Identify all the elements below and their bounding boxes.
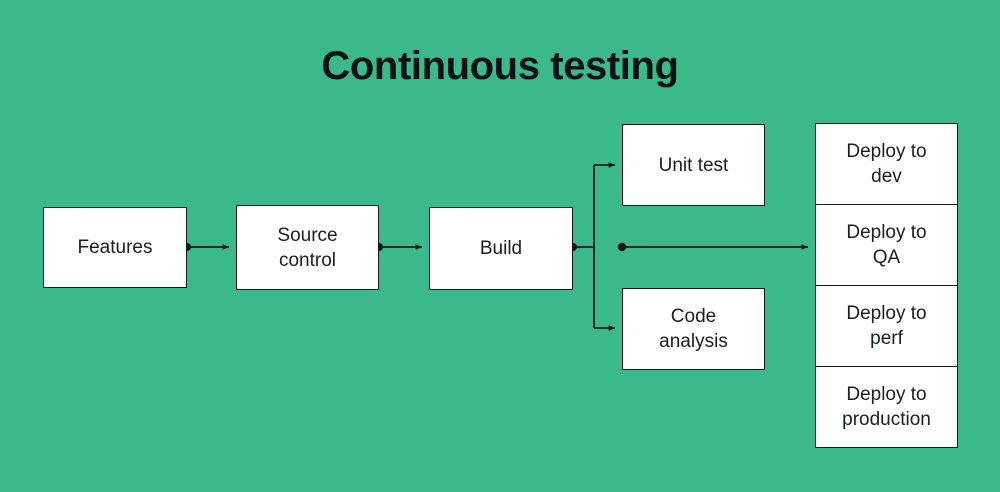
- node-unit-test-label: Unit test: [658, 154, 729, 176]
- node-deploy-qa-label-line1: Deploy to: [846, 222, 927, 243]
- node-code-analysis[interactable]: Code analysis: [622, 288, 765, 370]
- node-unit-test[interactable]: Unit test: [622, 124, 765, 206]
- node-code-analysis-label-line1: Code: [670, 306, 717, 327]
- node-deploy-perf[interactable]: Deploy to perf: [816, 286, 957, 367]
- node-build-label: Build: [479, 238, 523, 259]
- node-deploy-perf-label: Deploy to perf: [834, 301, 938, 351]
- node-deploy-qa[interactable]: Deploy to QA: [816, 205, 957, 286]
- edge-source-control-to-build: [375, 243, 423, 251]
- node-deploy-production-label-line1: Deploy to: [846, 384, 927, 405]
- node-source-control-label-line2: control: [278, 249, 336, 271]
- deploy-stack: Deploy to dev Deploy to QA Deploy to per…: [815, 123, 958, 448]
- node-deploy-dev-label: Deploy to dev: [834, 139, 938, 189]
- node-source-control-label-line1: Source: [277, 224, 338, 246]
- node-deploy-dev[interactable]: Deploy to dev: [816, 124, 957, 205]
- node-deploy-perf-label-line1: Deploy to: [846, 303, 927, 324]
- node-source-control-label: Source control: [265, 223, 349, 273]
- node-deploy-perf-label-line2: perf: [870, 328, 903, 349]
- edge-features-to-source-control: [183, 243, 230, 251]
- edge-build-to-deploy-qa: [617, 242, 809, 252]
- node-deploy-dev-label-line2: dev: [871, 166, 902, 187]
- node-features[interactable]: Features: [43, 207, 187, 288]
- node-deploy-production[interactable]: Deploy to production: [816, 367, 957, 447]
- page-title: Continuous testing: [321, 44, 679, 88]
- node-deploy-qa-label: Deploy to QA: [834, 220, 938, 270]
- node-deploy-production-label-line2: production: [842, 409, 931, 430]
- node-code-analysis-label-line2: analysis: [659, 331, 728, 352]
- node-deploy-qa-label-line2: QA: [872, 247, 901, 268]
- node-code-analysis-label: Code analysis: [647, 304, 740, 354]
- node-build[interactable]: Build: [429, 207, 573, 290]
- node-source-control[interactable]: Source control: [236, 205, 379, 290]
- node-deploy-dev-label-line1: Deploy to: [846, 141, 927, 162]
- node-deploy-production-label: Deploy to production: [830, 382, 943, 432]
- node-features-label: Features: [77, 237, 153, 258]
